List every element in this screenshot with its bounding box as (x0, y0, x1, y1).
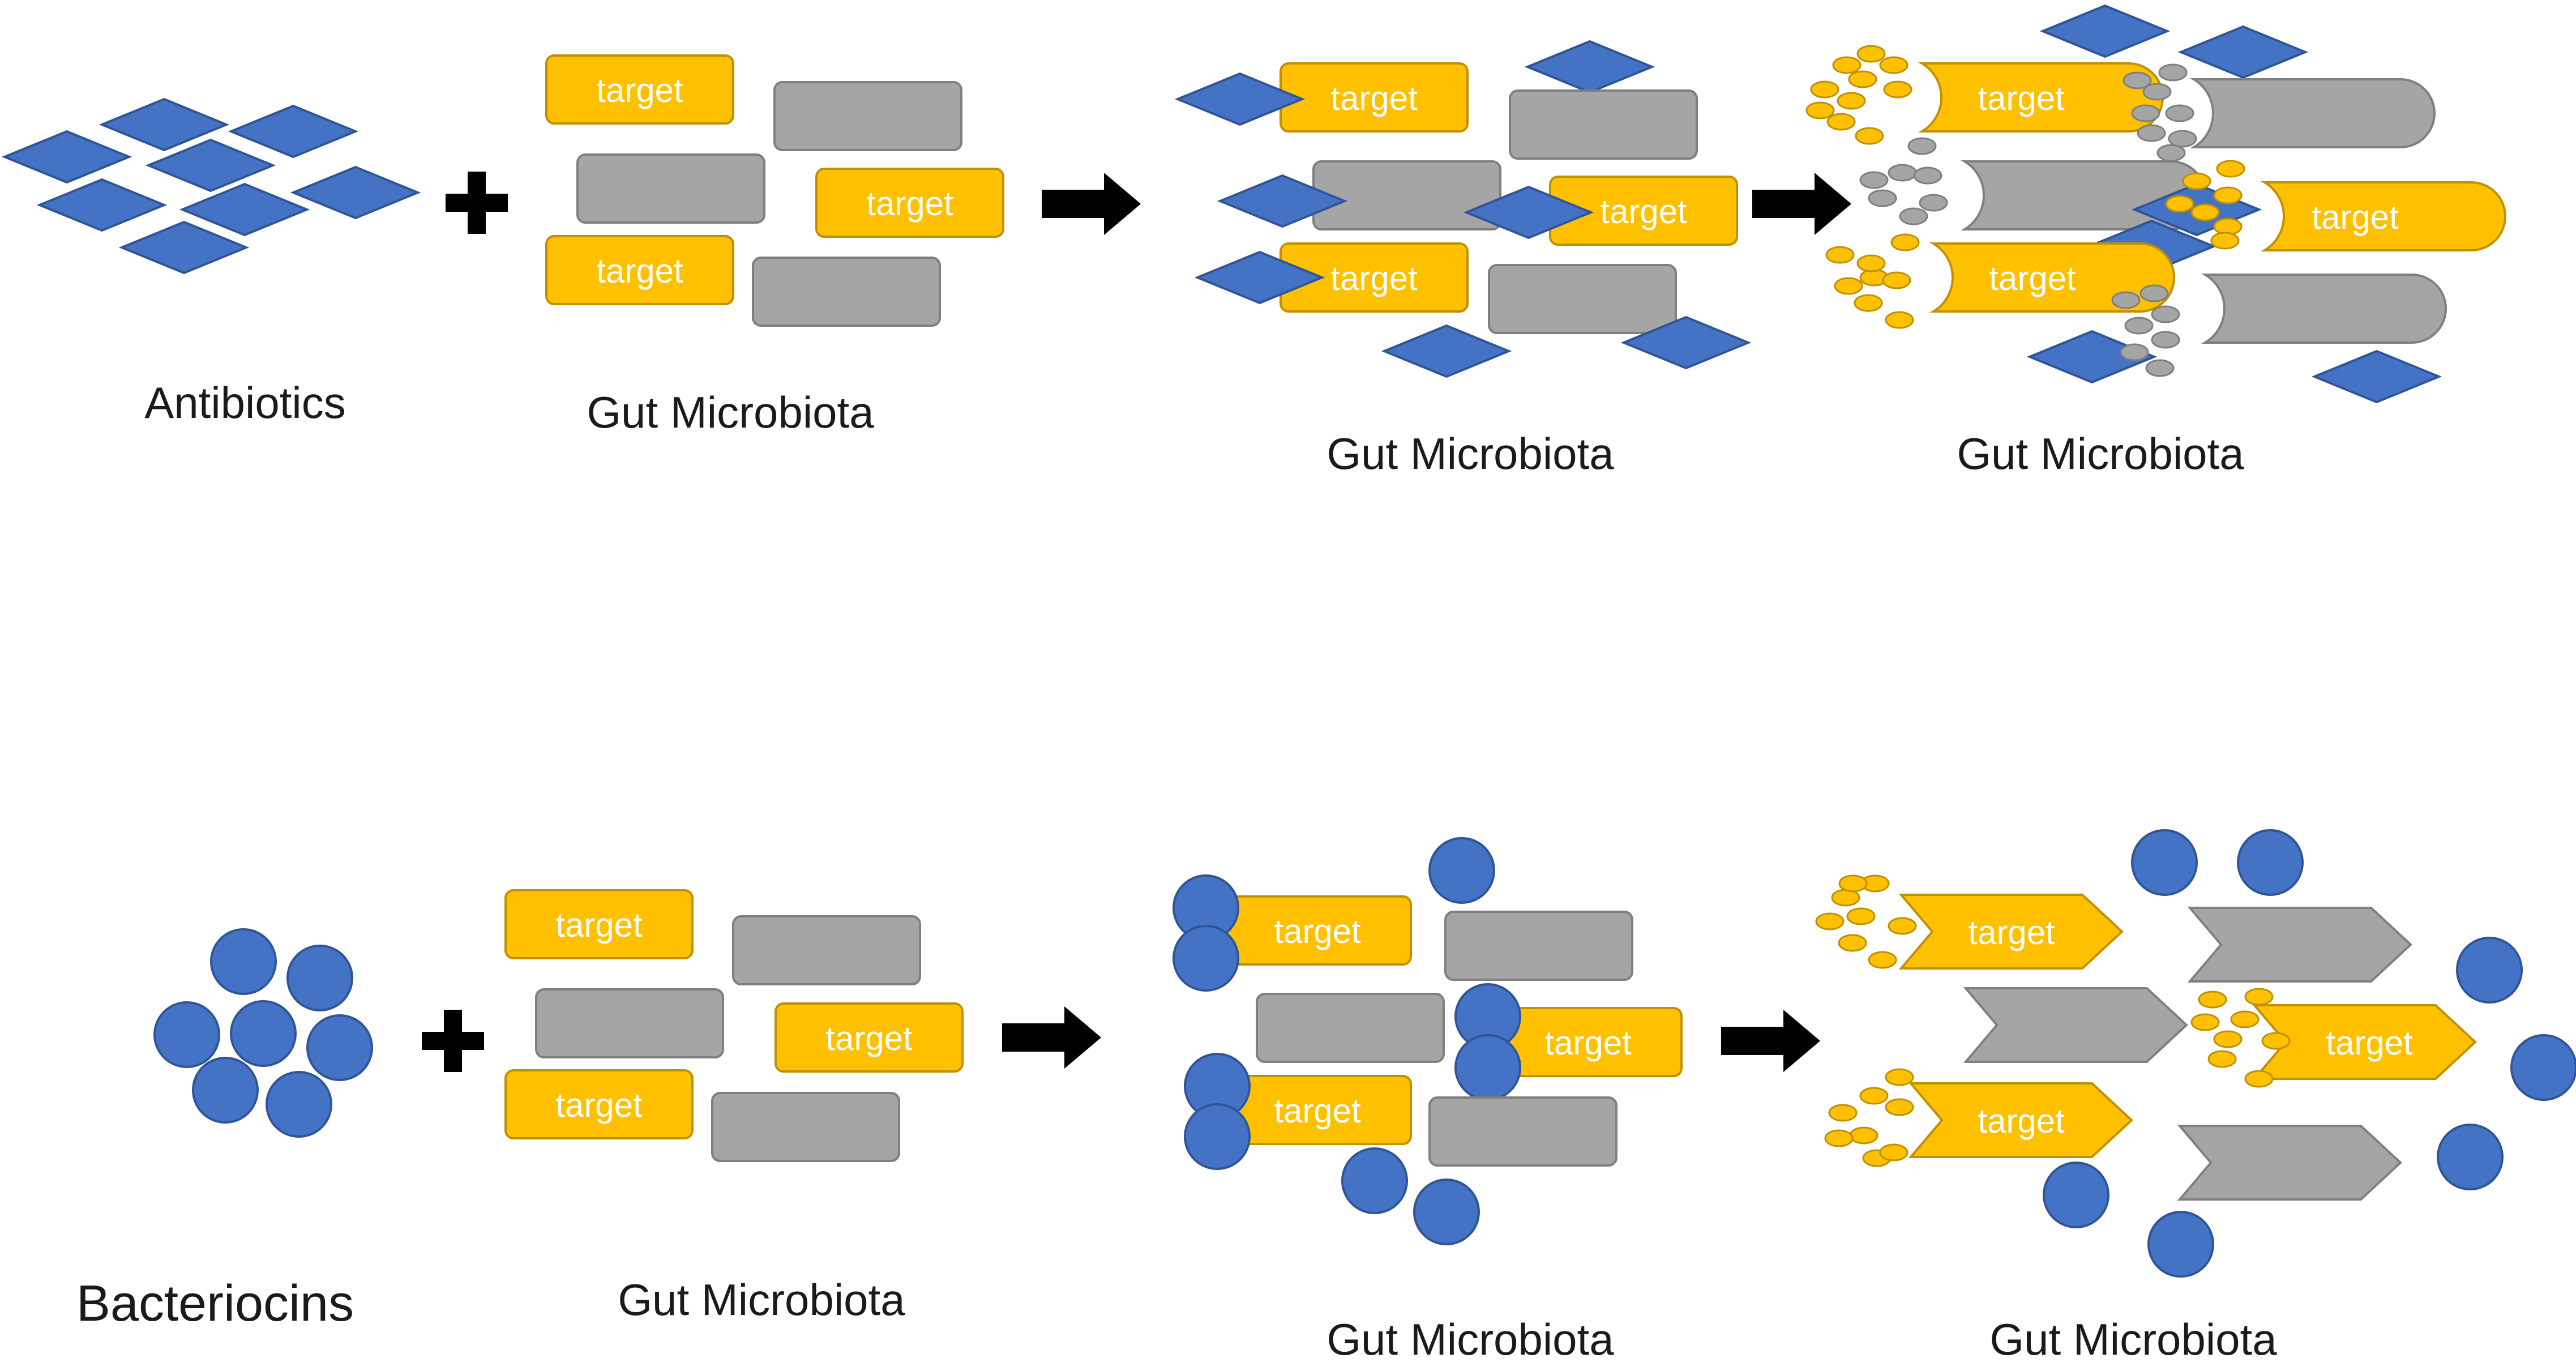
gut-microbiota-panel-1: target target target (545, 54, 1004, 327)
diamond-icon (2042, 5, 2168, 58)
diamond-icon (1526, 40, 1653, 93)
circle-icon (1341, 1147, 1408, 1214)
diamond-icon (38, 178, 165, 232)
gut-microbiota-label: Gut Microbiota (1326, 429, 1614, 479)
gut-microbiota-panel-6: target target target (1815, 829, 2576, 1278)
target-label: target (1330, 79, 1418, 117)
target-label: target (1978, 1102, 2065, 1140)
circle-icon (230, 1000, 297, 1067)
diamond-icon (2180, 25, 2307, 79)
target-label: target (1989, 259, 2076, 297)
circle-icon (1428, 837, 1495, 904)
target-label: target (1274, 1092, 1361, 1130)
circle-icon (2237, 829, 2304, 896)
chevron-cell-icon (1965, 987, 2188, 1063)
arrow-right-icon (1721, 1010, 1820, 1072)
target-label: target (2312, 198, 2399, 236)
circle-icon (2437, 1124, 2504, 1190)
target-label: target (2326, 1024, 2413, 1062)
circle-icon (1184, 1103, 1251, 1170)
circle-icon (306, 1014, 373, 1081)
gut-microbiota-panel-2: target target target (1176, 40, 1749, 378)
diamond-icon (181, 183, 308, 236)
target-label: target (596, 71, 683, 109)
antibiotics-label: Antibiotics (144, 378, 346, 428)
nontarget-cell (732, 915, 921, 985)
nontarget-cell (711, 1092, 900, 1162)
nontarget-cell (1256, 993, 1445, 1063)
target-label: target (1600, 193, 1687, 230)
lysed-cell-icon (2204, 274, 2447, 344)
gut-microbiota-label: Gut Microbiota (587, 387, 874, 437)
circle-icon (286, 945, 353, 1011)
chevron-cell-icon (2189, 907, 2412, 983)
nontarget-cell (1428, 1096, 1618, 1167)
lysed-cell-icon (2193, 78, 2436, 148)
nontarget-cell (773, 81, 962, 151)
target-label: target (1968, 913, 2055, 951)
target-label: target (555, 906, 643, 944)
target-label: target (1274, 912, 1361, 950)
target-label: target (1978, 79, 2065, 117)
circle-icon (2131, 829, 2198, 896)
arrow-right-icon (1002, 1006, 1101, 1069)
chevron-cell-icon (2179, 1125, 2402, 1201)
gut-microbiota-panel-5: target target target (1173, 837, 1683, 1245)
gut-microbiota-label: Gut Microbiota (1989, 1314, 2277, 1362)
diamond-icon (230, 105, 357, 158)
bacteriocins-label: Bacteriocins (76, 1275, 354, 1332)
circle-icon (2147, 1211, 2214, 1278)
circle-icon (2043, 1162, 2109, 1228)
antibiotics-group (3, 98, 419, 274)
diamond-icon (3, 130, 130, 183)
diamond-icon (121, 221, 247, 274)
gut-microbiota-label: Gut Microbiota (1957, 429, 2244, 479)
target-label: target (555, 1086, 643, 1124)
nontarget-cell (576, 153, 765, 224)
circle-icon (2510, 1034, 2576, 1101)
diamond-icon (2313, 350, 2440, 403)
target-label: target (1544, 1024, 1632, 1062)
gut-microbiota-panel-3: target target target (1805, 5, 2506, 403)
circle-icon (192, 1057, 259, 1124)
target-label: target (825, 1019, 913, 1057)
circle-icon (1454, 1034, 1521, 1101)
plus-icon (422, 1010, 484, 1072)
nontarget-cell (1444, 911, 1633, 981)
target-label: target (1330, 259, 1418, 297)
target-label: target (596, 252, 683, 290)
circle-icon (210, 928, 277, 995)
gut-microbiota-label: Gut Microbiota (618, 1275, 905, 1325)
arrow-right-icon (1042, 173, 1141, 235)
plus-icon (446, 172, 508, 234)
nontarget-cell (535, 988, 724, 1058)
target-label: target (866, 185, 953, 223)
diamond-icon (292, 166, 419, 219)
circle-icon (2456, 937, 2523, 1004)
nontarget-cell (1509, 89, 1698, 160)
nontarget-cell (1488, 264, 1677, 334)
circle-icon (1413, 1179, 1480, 1245)
diamond-icon (1383, 325, 1510, 378)
gut-microbiota-label: Gut Microbiota (1326, 1314, 1614, 1362)
nontarget-cell (752, 257, 941, 327)
bacteriocins-group (153, 928, 373, 1138)
nontarget-cell (1312, 160, 1501, 230)
arrow-right-icon (1752, 173, 1851, 235)
gut-microbiota-panel-4: target target target (504, 889, 964, 1162)
circle-icon (1173, 925, 1239, 992)
circle-icon (153, 1001, 220, 1068)
circle-icon (266, 1071, 332, 1138)
